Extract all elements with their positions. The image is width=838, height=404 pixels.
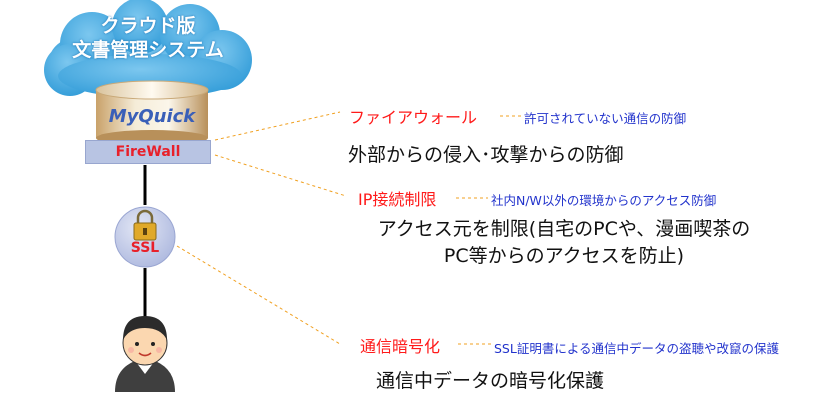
heading-ip-restriction: IP接続制限 — [358, 190, 437, 209]
desc-encryption: 通信中データの暗号化保護 — [376, 370, 605, 392]
connector-firewall-top — [214, 111, 341, 141]
firewall-label: FireWall — [115, 144, 181, 160]
desc-ip-restriction-line1: アクセス元を制限(自宅のPCや、漫画喫茶の — [377, 218, 751, 240]
connector-lines — [176, 111, 522, 345]
connector-ssl — [176, 245, 341, 345]
desc-ip-restriction-line2: PC等からのアクセスを防止) — [443, 245, 685, 267]
product-logo-text: MyQuick — [108, 106, 196, 127]
ssl-label: SSL — [130, 240, 160, 256]
note-encryption: SSL証明書による通信中データの盗聴や改竄の保護 — [494, 341, 779, 356]
cloud-title-line1: クラウド版 — [100, 15, 196, 37]
cloud-title: クラウド版 文書管理システム — [58, 14, 238, 62]
heading-firewall: ファイアウォール — [349, 108, 478, 127]
connector-firewall-bottom — [214, 154, 347, 197]
ssl-lock-icon — [114, 206, 176, 268]
heading-encryption: 通信暗号化 — [360, 337, 441, 356]
note-firewall: 許可されていない通信の防御 — [524, 111, 687, 126]
cloud-title-line2: 文書管理システム — [72, 39, 224, 61]
database-server-icon — [95, 80, 209, 146]
user-avatar-icon — [115, 316, 175, 392]
desc-ip-restriction: アクセス元を制限(自宅のPCや、漫画喫茶の PC等からのアクセスを防止) — [346, 216, 782, 270]
note-ip-restriction: 社内N/W以外の環境からのアクセス防御 — [491, 193, 717, 208]
firewall-bar — [85, 140, 211, 164]
desc-firewall: 外部からの侵入･攻撃からの防御 — [348, 144, 624, 166]
